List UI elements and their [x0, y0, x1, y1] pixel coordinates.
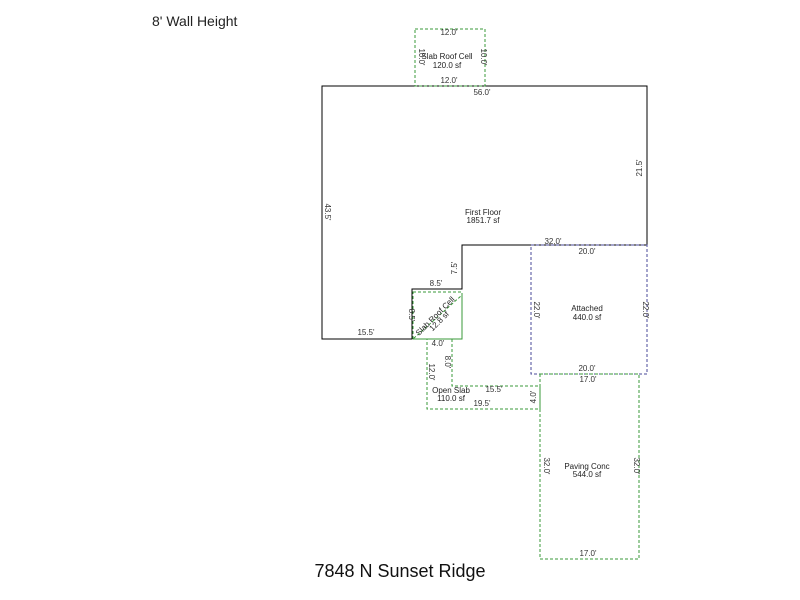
slab-roof-cell-top-outline [414, 28, 486, 87]
open-slab-dim-mid: 15.5' [485, 385, 503, 394]
slab-roof-top-area: 120.0 sf [433, 61, 462, 70]
paving-dim-right: 32.0' [632, 457, 641, 475]
open-slab-dim-top-small: 4.0' [432, 339, 445, 348]
slab-roof-top-dim-top: 12.0' [440, 28, 458, 37]
attached-outline [530, 244, 648, 375]
attached-dim-left: 22.0' [532, 301, 541, 319]
open-slab-name: Open Slab [432, 386, 470, 395]
first-floor-name: First Floor [465, 208, 501, 217]
open-slab-dim-right: 4.0' [529, 390, 538, 403]
slab-roof-top-dim-bottom: 12.0' [440, 76, 458, 85]
attached-area: 440.0 sf [573, 313, 602, 322]
first-floor-dim-bottom-left: 15.5' [357, 328, 375, 337]
attached-name: Attached [571, 304, 603, 313]
paving-area: 544.0 sf [573, 470, 602, 479]
open-slab-dim-left: 12.0' [427, 363, 436, 381]
attached-dim-right: 22.0' [641, 301, 650, 319]
first-floor-dim-jog: 8.5' [430, 279, 443, 288]
slab-roof-cell-lower-outline [412, 293, 463, 340]
first-floor-dim-notch: 32.0' [544, 237, 562, 246]
attached-dim-top: 20.0' [578, 247, 596, 256]
paving-conc-outline [539, 373, 640, 560]
paving-dim-left: 32.0' [542, 457, 551, 475]
attached-dim-bottom: 20.0' [578, 364, 596, 373]
paving-dim-top: 17.0' [579, 375, 597, 384]
property-address: 7848 N Sunset Ridge [314, 561, 486, 581]
first-floor-dim-left: 43.5' [323, 203, 332, 221]
wall-height-note: 8' Wall Height [152, 13, 238, 29]
slab-roof-top-name: Slab Roof Cell [421, 52, 472, 61]
open-slab-dim-inner: 8.0' [443, 356, 452, 369]
paving-dim-bottom: 17.0' [579, 549, 597, 558]
first-floor-dim-step: 7.5' [450, 261, 459, 274]
slab-roof-top-dim-right: 10.0' [479, 48, 488, 66]
first-floor-dim-bottom-step: 8.5' [407, 309, 416, 322]
first-floor-dim-right: 21.5' [635, 159, 644, 177]
open-slab-area: 110.0 sf [437, 394, 466, 403]
first-floor-outline [321, 85, 648, 340]
slab-roof-top-dim-left: 10.0' [417, 48, 426, 66]
first-floor-area: 1851.7 sf [467, 216, 501, 225]
first-floor-dim-top: 56.0' [473, 88, 491, 97]
paving-name: Paving Conc [564, 462, 609, 471]
open-slab-dim-bottom: 19.5' [473, 399, 491, 408]
